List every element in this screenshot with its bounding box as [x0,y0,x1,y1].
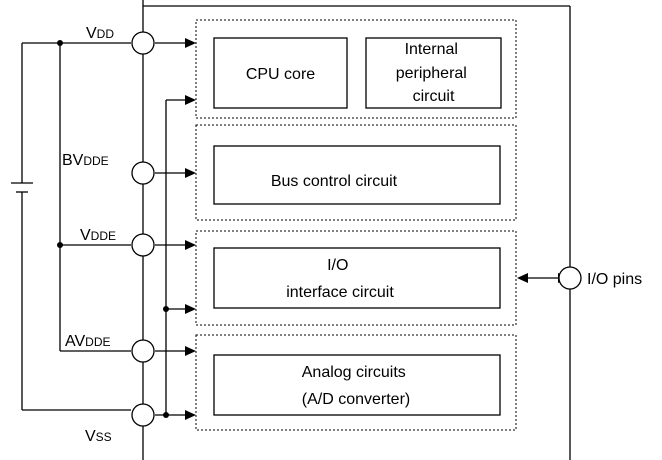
vdde-label: VDDE [80,227,116,244]
external-supply-wiring [11,40,131,411]
group-analog [195,334,517,431]
group-cpu [195,19,517,119]
internal-peripheral-label: Internal peripheral circuit [396,41,472,105]
vdde-pin[interactable] [131,233,155,257]
vss-label: VSS [85,428,112,445]
chip-outline [142,0,571,460]
vdd-label: VDD [86,25,114,42]
analog-label: Analog circuits (A/D converter) [302,364,411,408]
avdde-label: AVDDE [65,333,111,350]
vdd-pin[interactable] [131,31,155,55]
io-pins-label: I/O pins [587,271,642,288]
internal-peripheral-block: Internal peripheral circuit [365,37,502,109]
bus-control-block: Bus control circuit [213,145,501,205]
analog-block: Analog circuits (A/D converter) [213,354,501,416]
io-pin[interactable] [558,266,582,290]
vss-pin[interactable] [131,403,155,427]
internal-wiring [155,38,196,420]
group-bus [195,124,517,221]
io-interface-label: I/O interface circuit [286,257,394,301]
avdde-pin[interactable] [131,339,155,363]
group-io [195,230,517,326]
cpu-core-block: CPU core [213,37,348,109]
bus-control-label: Bus control circuit [271,173,398,190]
cpu-core-label: CPU core [246,66,315,83]
bvdde-pin[interactable] [131,161,155,185]
io-interface-block: I/O interface circuit [213,247,501,309]
bvdde-label: BVDDE [62,152,109,169]
